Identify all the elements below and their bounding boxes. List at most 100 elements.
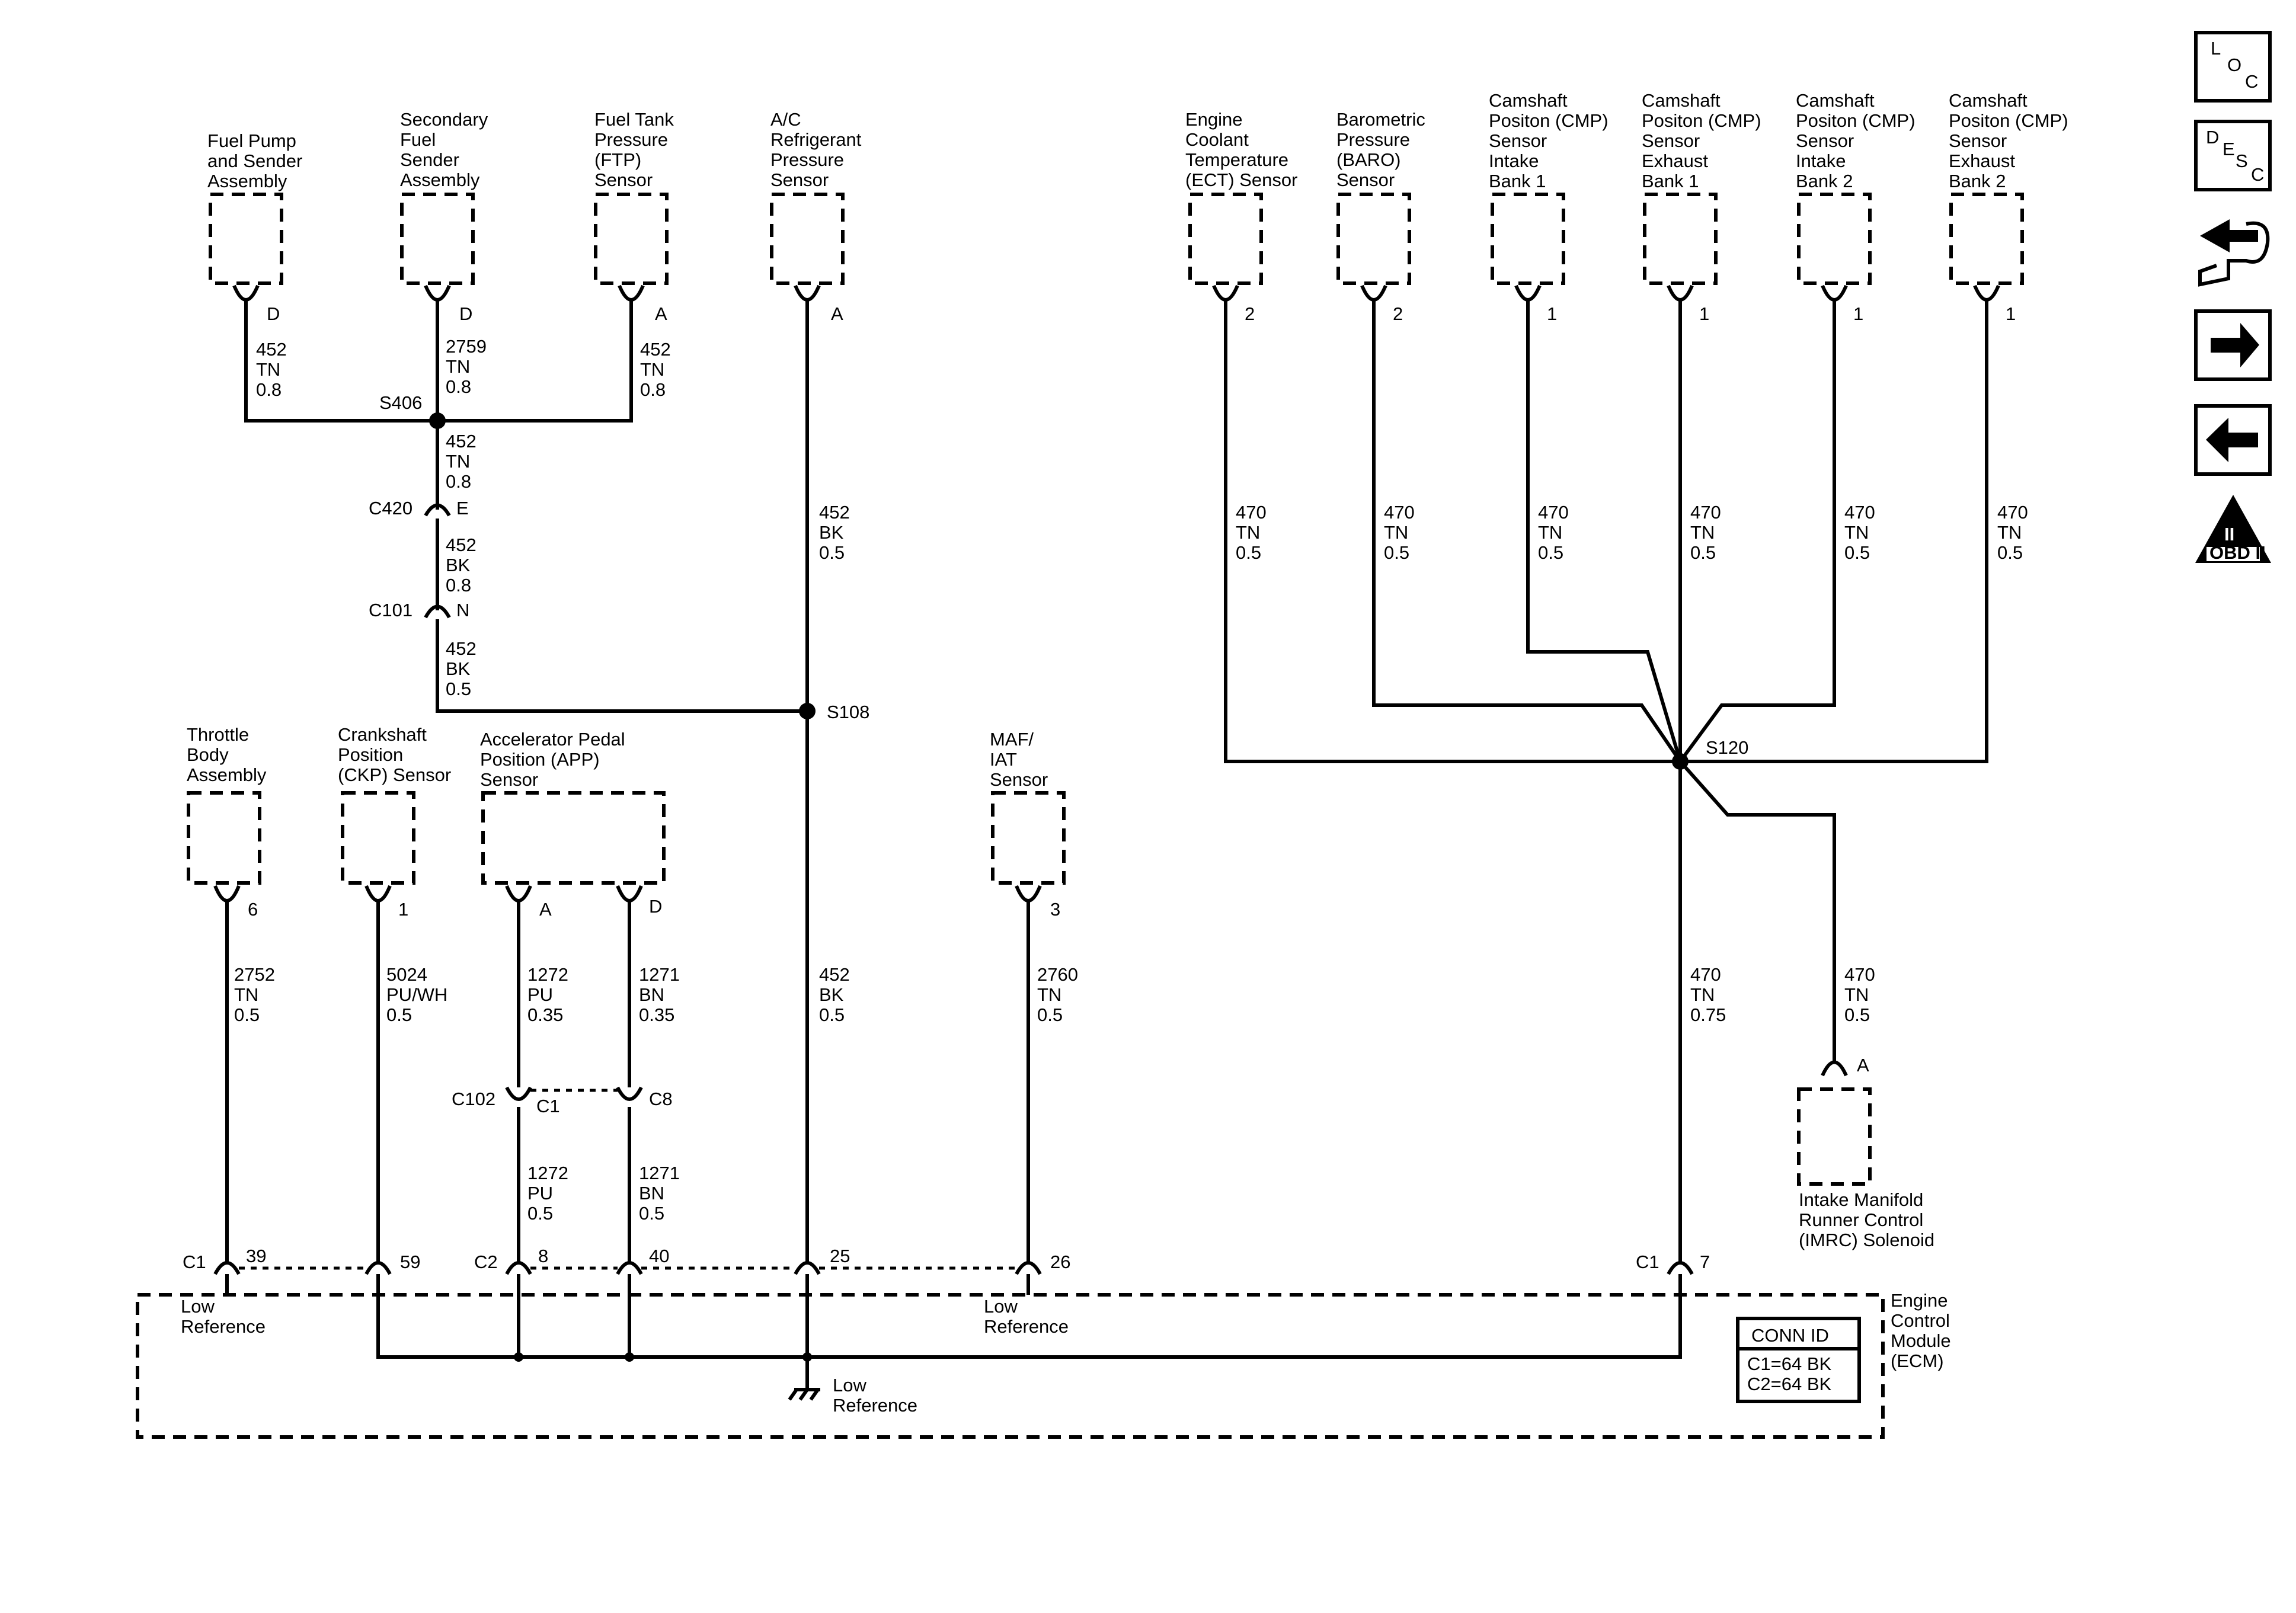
svg-text:8: 8 (538, 1246, 548, 1266)
svg-text:C101: C101 (369, 600, 412, 620)
svg-text:39: 39 (246, 1246, 266, 1266)
c420-connector-icon (424, 503, 451, 517)
ecm-pin-7-icon (1667, 1261, 1694, 1275)
svg-text:S120: S120 (1706, 737, 1748, 758)
svg-text:S: S (2236, 151, 2248, 171)
cmp-eb2-box (1949, 193, 2024, 285)
baro-pin-icon (1360, 284, 1387, 302)
ftp-pin-icon (618, 284, 645, 302)
svg-text:C1: C1 (183, 1252, 206, 1272)
throttle-pin-icon (213, 885, 241, 902)
svg-text:1: 1 (1547, 303, 1557, 324)
svg-text:1: 1 (2006, 303, 2016, 324)
cmp-ib2-pin-icon (1821, 284, 1848, 302)
svg-text:II: II (2224, 524, 2234, 545)
ect-pin-icon (1212, 284, 1239, 302)
ecm-pin-25-icon (794, 1261, 821, 1275)
secondary-fuel-pin-icon (424, 284, 451, 302)
loc-icon[interactable]: L O C (2194, 31, 2272, 103)
splice-s406 (429, 412, 446, 429)
ac-pin-icon (794, 284, 821, 302)
svg-text:C2: C2 (474, 1252, 498, 1272)
svg-text:A: A (539, 899, 552, 920)
svg-text:1: 1 (1699, 303, 1709, 324)
ftp-box (594, 193, 669, 285)
svg-text:CONN ID: CONN ID (1751, 1325, 1829, 1346)
svg-text:E: E (456, 498, 469, 519)
imrc-box (1797, 1087, 1872, 1186)
svg-text:OBD II: OBD II (2209, 542, 2266, 563)
svg-text:C: C (2245, 71, 2258, 92)
svg-text:A: A (1857, 1055, 1869, 1076)
desc-icon[interactable]: D E S C (2194, 120, 2272, 191)
svg-text:S406: S406 (379, 392, 422, 413)
svg-text:7: 7 (1700, 1252, 1710, 1272)
cmp-eb1-pin-icon (1667, 284, 1694, 302)
ecm-pin-40-icon (616, 1261, 643, 1275)
svg-text:C420: C420 (369, 498, 412, 519)
prev-arrow-icon[interactable] (2194, 404, 2272, 476)
imrc-wire (1678, 760, 1836, 1064)
ecm-low-ref-bus (376, 1274, 1682, 1359)
svg-text:25: 25 (830, 1246, 850, 1266)
svg-text:2: 2 (1245, 303, 1255, 324)
svg-text:A: A (831, 303, 843, 324)
svg-text:C: C (2251, 164, 2264, 185)
splice-s108 (799, 703, 816, 719)
svg-text:C1=64 BK: C1=64 BK (1747, 1353, 1832, 1374)
c101-connector-icon (424, 604, 451, 619)
ecm-box (136, 1293, 1885, 1439)
svg-text:C2=64 BK: C2=64 BK (1747, 1374, 1832, 1394)
svg-text:D: D (649, 896, 662, 917)
c102-pin-c8-icon (616, 1086, 643, 1101)
cmp-ib1-box (1491, 193, 1565, 285)
svg-text:59: 59 (400, 1252, 420, 1272)
next-arrow-icon[interactable] (2194, 309, 2272, 381)
app-box (481, 791, 666, 885)
obd-ii-icon[interactable]: OBD II II (2195, 495, 2271, 563)
connector-tools-icon[interactable] (2198, 219, 2270, 287)
ecm-junction-25 (802, 1352, 812, 1362)
maf-box (991, 791, 1066, 885)
svg-text:A: A (655, 303, 667, 324)
svg-text:1: 1 (1853, 303, 1863, 324)
maf-pin-icon (1015, 885, 1042, 902)
app-pin-d-icon (616, 885, 643, 902)
svg-text:N: N (456, 600, 469, 620)
svg-text:3: 3 (1050, 899, 1060, 920)
